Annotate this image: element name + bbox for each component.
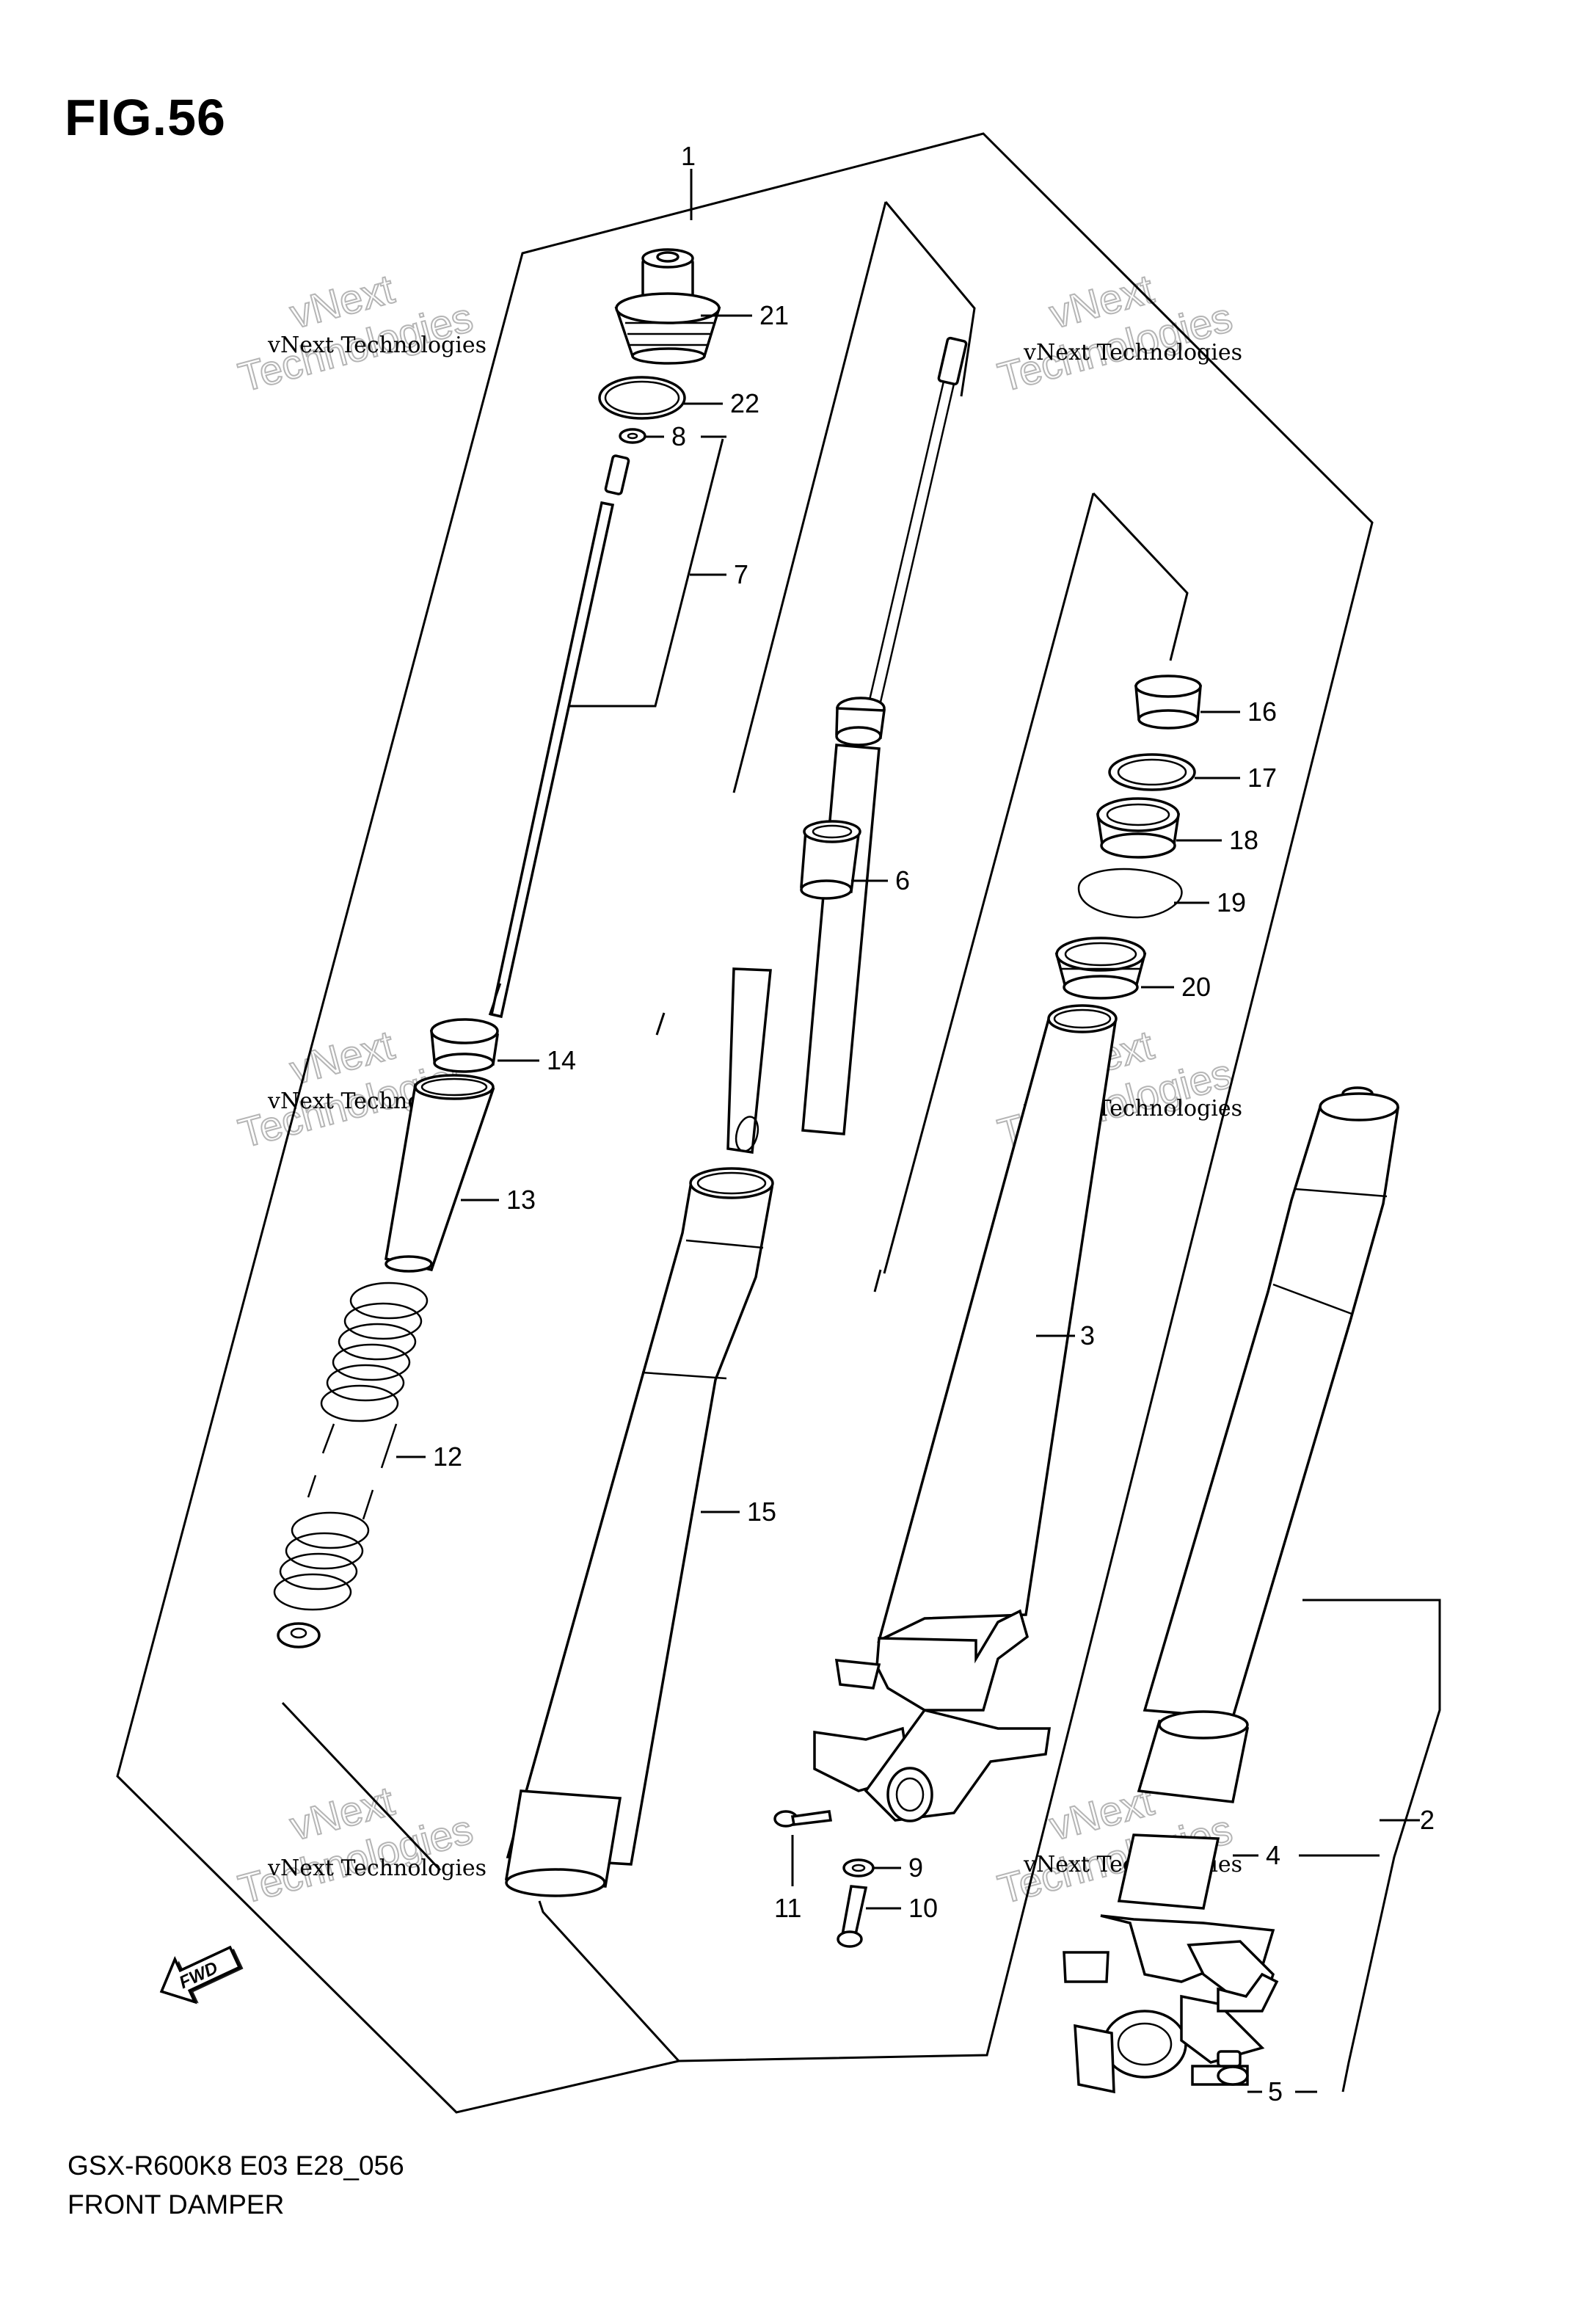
part-4-fork-outer-assembly xyxy=(1063,1086,1400,2094)
watermark-text-bottom-left: vNext Technologies xyxy=(267,1855,487,1881)
callout-11: 11 xyxy=(774,1893,801,1923)
part-21-cap-bolt xyxy=(614,248,721,365)
part-9-washer xyxy=(842,1858,875,1877)
callout-22: 22 xyxy=(730,388,759,418)
callout-5: 5 xyxy=(1268,2076,1283,2106)
part-19-circlip xyxy=(1077,868,1183,919)
callout-16: 16 xyxy=(1247,697,1277,727)
part-6-damper-cartridge xyxy=(726,336,968,1155)
callout-17: 17 xyxy=(1247,763,1277,793)
part-11-bolt xyxy=(773,1810,833,1828)
callout-numbers: 1 2 3 4 5 6 7 8 9 10 11 12 13 14 15 16 1… xyxy=(433,141,1435,2106)
model-code-caption: GSX-R600K8 E03 E28_056 xyxy=(68,2151,404,2181)
damper-rod-bracket xyxy=(564,438,724,708)
part-15-inner-fork-tube xyxy=(504,1167,774,1897)
watermark-text-top-right: vNext Technologies xyxy=(1023,340,1242,366)
callout-2: 2 xyxy=(1420,1805,1435,1835)
spring-group-bracket xyxy=(281,1701,442,1872)
watermark-text-top-left: vNext Technologies xyxy=(267,332,487,358)
part-16-bushing xyxy=(1134,675,1202,730)
part-3-outer-tube xyxy=(877,1004,1118,1643)
watermark-bottom-left: vNext Technologies xyxy=(233,1776,478,1913)
part-5-drain-bolt xyxy=(1191,2050,1249,2086)
assembly-name-caption: FRONT DAMPER xyxy=(68,2189,285,2220)
part-10-bolt xyxy=(837,1885,868,1948)
fwd-arrow: FWD xyxy=(159,1945,244,2004)
callout-21: 21 xyxy=(759,300,789,330)
part-20-dust-seal xyxy=(1054,937,1147,1000)
callout-10: 10 xyxy=(908,1893,938,1923)
part-14-spring-seat xyxy=(430,1018,500,1073)
part-13-spacer-tube xyxy=(385,1074,495,1273)
part-8-washer xyxy=(619,428,646,444)
center-line-mid xyxy=(873,1269,882,1293)
part-12-fork-spring xyxy=(273,1282,429,1611)
callout-13: 13 xyxy=(506,1185,536,1215)
callout-15: 15 xyxy=(747,1497,776,1527)
assembly-outline xyxy=(116,132,1374,2114)
watermark-top-right: vNext Technologies xyxy=(993,264,1238,401)
part-7-damper-rod xyxy=(488,454,630,1019)
callout-18: 18 xyxy=(1229,825,1258,855)
callout-8: 8 xyxy=(671,421,686,451)
center-line-left xyxy=(655,1012,666,1036)
callout-20: 20 xyxy=(1181,972,1211,1002)
part-22-o-ring xyxy=(598,376,686,420)
callout-19: 19 xyxy=(1217,887,1246,917)
callout-leaders xyxy=(396,169,1441,2093)
figure-title: FIG.56 xyxy=(65,89,226,146)
callout-3: 3 xyxy=(1080,1320,1095,1351)
part-18-oil-seal xyxy=(1096,797,1181,859)
callout-7: 7 xyxy=(734,559,748,589)
callout-14: 14 xyxy=(547,1045,576,1075)
inner-tube-left-edge xyxy=(732,201,887,793)
outer-tube-left-edge xyxy=(883,492,1095,1274)
outer-tube-bottom-bracket xyxy=(813,1609,1052,1822)
part-17-washer xyxy=(1108,753,1196,791)
outer-tube-outline xyxy=(1092,492,1189,661)
callout-9: 9 xyxy=(908,1853,923,1883)
callout-1: 1 xyxy=(681,141,696,171)
watermark-top-left: vNext Technologies xyxy=(233,264,478,401)
callout-12: 12 xyxy=(433,1442,462,1472)
spring-bottom-nut xyxy=(277,1622,321,1648)
inner-tube-outline xyxy=(884,201,976,397)
callout-4: 4 xyxy=(1266,1840,1280,1870)
inner-tube-bottom-edge xyxy=(538,1900,680,2062)
callout-6: 6 xyxy=(895,865,910,895)
